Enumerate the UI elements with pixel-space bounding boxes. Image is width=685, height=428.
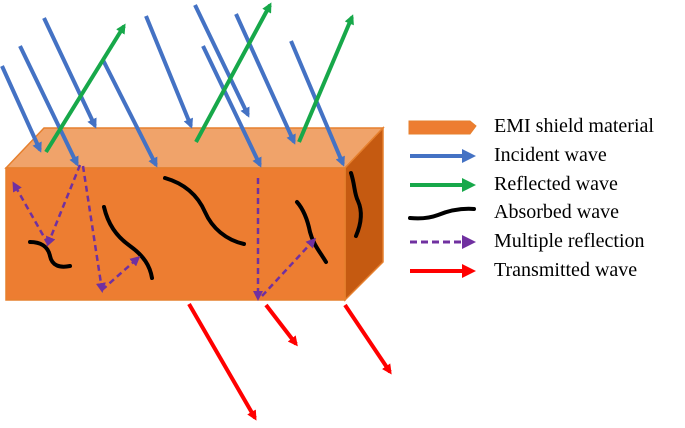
absorbed-wave-curve	[295, 200, 328, 264]
orange-swatch-icon	[408, 120, 477, 135]
absorbed-wave-curve	[349, 171, 363, 238]
incident-wave-arrow	[42, 17, 97, 129]
absorbed-wave-curve	[28, 240, 72, 269]
incident-wave-arrow	[0, 65, 42, 153]
legend-label: Transmitted wave	[494, 259, 638, 281]
absorbed-wave-curve	[102, 205, 154, 280]
multiple-reflection-arrow	[81, 165, 106, 293]
emi-shield-block	[4, 126, 385, 302]
reflected-wave-arrow	[194, 2, 272, 143]
legend-item-multiple: Multiple reflection	[408, 229, 685, 255]
multiple-reflection-arrow	[261, 237, 317, 297]
incident-wave-arrow	[18, 45, 79, 167]
absorbed-wave-curve	[163, 176, 246, 246]
legend-item-reflected: Reflected wave	[408, 172, 685, 198]
legend-item-absorbed: Absorbed wave	[408, 200, 685, 226]
black-wave-icon	[408, 206, 476, 221]
shield-front-face	[5, 167, 346, 301]
incident-wave-arrow	[201, 45, 262, 168]
legend-label: Absorbed wave	[494, 201, 619, 223]
incident-wave-arrow	[101, 59, 158, 168]
reflected-waves	[44, 2, 354, 154]
legend-label: Incident wave	[494, 144, 607, 166]
reflected-wave-arrow	[44, 23, 126, 154]
multiple-reflection-arrow	[12, 181, 50, 245]
multiple-reflection-arrow	[101, 256, 141, 291]
legend-label: Multiple reflection	[494, 230, 645, 252]
legend-item-material: EMI shield material	[408, 114, 685, 140]
red-arrow-icon	[410, 264, 476, 278]
incident-wave-arrow	[234, 13, 296, 145]
multiple-reflection-arrow	[45, 164, 82, 247]
reflected-wave-arrow	[297, 14, 354, 143]
transmitted-wave-arrow	[264, 303, 298, 347]
transmitted-waves	[187, 302, 392, 421]
transmitted-wave-arrow	[187, 302, 257, 421]
transmitted-wave-arrow	[343, 303, 392, 375]
legend-label: EMI shield material	[494, 115, 654, 137]
incident-wave-arrow	[144, 15, 193, 129]
purple-dashed-arrow-icon	[410, 235, 476, 249]
green-arrow-icon	[410, 178, 476, 192]
legend-item-incident: Incident wave	[408, 143, 685, 169]
blue-arrow-icon	[410, 149, 476, 163]
multiple-reflections	[12, 164, 317, 301]
legend-item-transmitted: Transmitted wave	[408, 258, 685, 284]
legend-label: Reflected wave	[494, 173, 618, 195]
absorbed-waves	[28, 171, 363, 280]
incident-wave-arrow	[193, 4, 250, 118]
